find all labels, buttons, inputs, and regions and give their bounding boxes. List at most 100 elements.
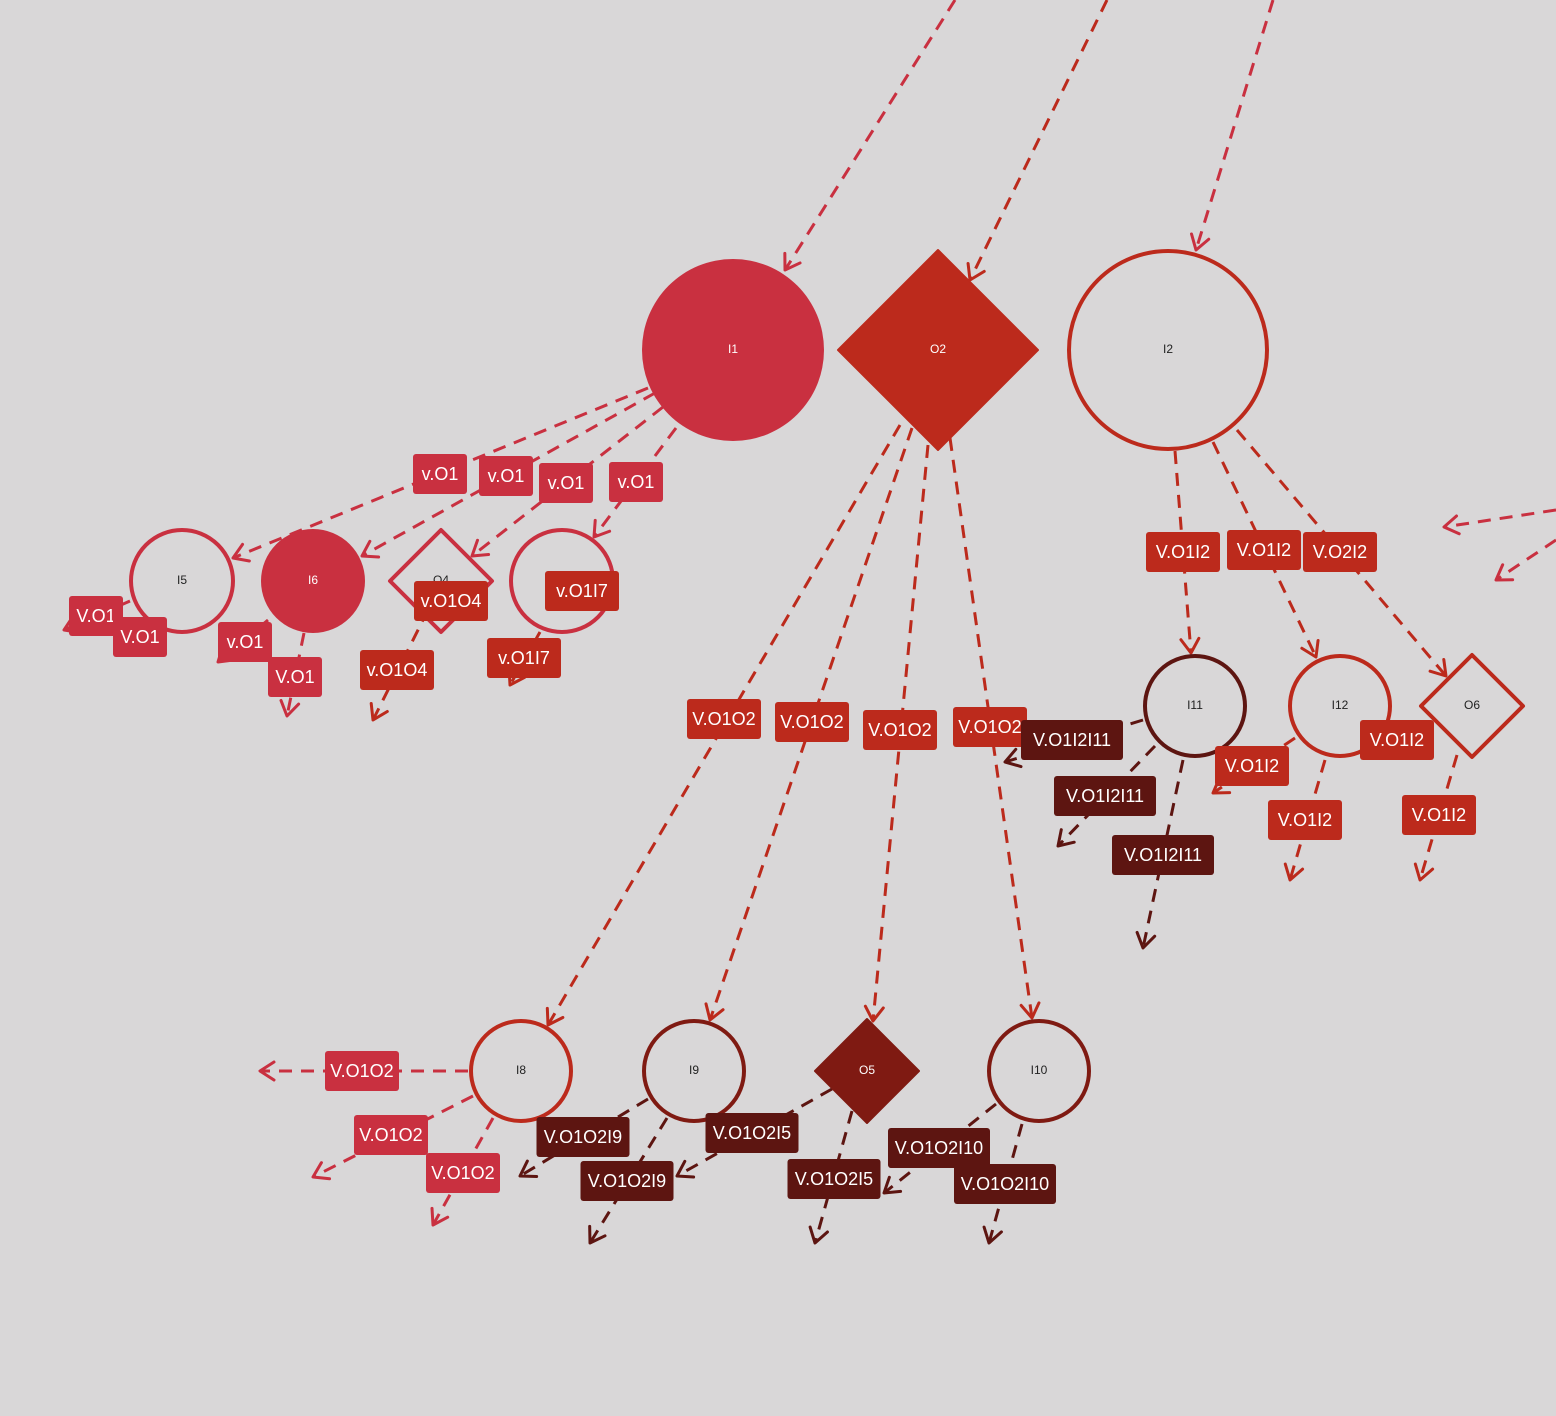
edge-label-text: V.O1I2 (1237, 540, 1291, 560)
edge-label: v.O1 (479, 456, 533, 496)
node-i5[interactable]: I5 (129, 528, 235, 634)
edge-arrowhead (863, 1004, 885, 1023)
node-o5[interactable]: O5 (814, 1018, 920, 1124)
edge (369, 609, 430, 722)
node-o6[interactable]: O6 (1419, 653, 1525, 759)
edge-arrowhead (311, 1161, 332, 1181)
edge-arrowhead (1300, 638, 1320, 659)
edge-label: V.O1O2I5 (705, 1113, 799, 1153)
edge (279, 632, 306, 718)
node-o2[interactable]: O2 (837, 249, 1039, 451)
edge-label-text: V.O1O2I9 (588, 1171, 666, 1191)
edge-label: V.O1O2 (775, 702, 849, 742)
edge-label: V.O1O2 (687, 699, 761, 739)
edge-label-box (1021, 720, 1123, 760)
edge-label-box (479, 456, 533, 496)
edge-label-text: v.O1O4 (421, 591, 482, 611)
edge-label: V.O1I2 (1360, 720, 1434, 760)
node-circle-shape (1143, 654, 1247, 758)
edge (430, 1117, 495, 1227)
node-label: O5 (859, 1063, 875, 1077)
edge-label-text: V.O1I2 (1278, 810, 1332, 830)
edge-label: V.O1 (69, 596, 123, 636)
edge-arrowhead (1494, 563, 1515, 582)
edge-label: V.O1I2 (1402, 795, 1476, 835)
edge (1413, 754, 1459, 882)
edge-label: V.O1 (113, 617, 167, 657)
edge-label-text: V.O1I2 (1225, 756, 1279, 776)
edge-label: V.O1O2I9 (580, 1161, 674, 1201)
edge-line (1194, 0, 1275, 251)
edge-label-text: v.O1 (548, 473, 585, 493)
node-i2[interactable]: I2 (1067, 249, 1269, 451)
edge-label-box (539, 463, 593, 503)
edge-label-box (1402, 795, 1476, 835)
edge-label-text: V.O1I2 (1156, 542, 1210, 562)
edge-arrowhead (1179, 636, 1201, 655)
edge (966, 0, 1109, 282)
edge-label-text: v.O1 (488, 466, 525, 486)
edge-label: v.O1I7 (545, 571, 619, 611)
edge-label: v.O1O4 (360, 650, 434, 690)
edge-label-box (1227, 530, 1301, 570)
edge-label-box (705, 1113, 799, 1153)
edge-label: v.O1I7 (487, 638, 561, 678)
edge-label-text: V.O1O2I10 (961, 1174, 1049, 1194)
edge-label: V.O1 (268, 657, 322, 697)
edge-label-text: V.O1O2I5 (795, 1169, 873, 1189)
edge-label-box (360, 650, 434, 690)
edge-arrowhead (966, 261, 986, 282)
edge (783, 0, 957, 272)
node-i10[interactable]: I10 (987, 1019, 1091, 1123)
edge (982, 1123, 1024, 1245)
edge-label-box (1146, 532, 1220, 572)
edge-arrowhead (430, 1206, 450, 1227)
edge-label: V.O1I2 (1268, 800, 1342, 840)
edge (1494, 538, 1556, 582)
edge (258, 1060, 468, 1082)
edge-label: v.O1 (609, 462, 663, 502)
edge-label-text: V.O1O2 (330, 1061, 393, 1081)
edge-arrowhead (808, 1225, 829, 1245)
edge-label-text: V.O1O2I9 (544, 1127, 622, 1147)
node-label: I8 (516, 1063, 526, 1077)
node-circle-shape (642, 259, 824, 441)
edge-label-text: v.O1 (227, 632, 264, 652)
edge-label: v.O1O4 (414, 581, 488, 621)
edge-label-box (325, 1051, 399, 1091)
node-label: I11 (1187, 698, 1203, 712)
node-i12[interactable]: I12 (1288, 654, 1392, 758)
node-i9[interactable]: I9 (642, 1019, 746, 1123)
edge-label-box (1054, 776, 1156, 816)
edge-label-text: V.O1 (120, 627, 159, 647)
node-i6[interactable]: I6 (261, 529, 365, 633)
edge-arrowhead (545, 1006, 565, 1027)
node-i1[interactable]: I1 (642, 259, 824, 441)
edge-label: V.O1I2I11 (1112, 835, 1214, 875)
edge-label: v.O1 (218, 622, 272, 662)
node-layer: I1O2I2I5I6O4I7I11I12O6I8I9O5I10 (129, 249, 1525, 1124)
node-circle-shape (642, 1019, 746, 1123)
edge-line (546, 424, 902, 1026)
edge-arrowhead (258, 1060, 276, 1082)
edge-label: V.O1O2 (953, 707, 1027, 747)
edge-label: v.O1 (413, 454, 467, 494)
edge-label-box (953, 707, 1027, 747)
edge-label-box (609, 462, 663, 502)
node-label: O2 (930, 342, 946, 356)
edge-arrowhead (1283, 862, 1305, 882)
edge-label-text: v.O1 (422, 464, 459, 484)
edge-arrowhead (231, 542, 251, 563)
edge-label-box (268, 657, 322, 697)
edge-arrowhead (675, 1159, 696, 1179)
edge-arrowhead (982, 1225, 1003, 1245)
node-label: O6 (1464, 698, 1480, 712)
edge-label: V.O1O2 (426, 1153, 500, 1193)
edge-arrowhead (882, 1175, 903, 1195)
node-i11[interactable]: I11 (1143, 654, 1247, 758)
edge-arrowhead (588, 1224, 607, 1245)
edge-arrowhead (1135, 930, 1157, 950)
edge-line (1495, 538, 1556, 582)
edge-label-text: V.O1 (76, 606, 115, 626)
node-i8[interactable]: I8 (469, 1019, 573, 1123)
